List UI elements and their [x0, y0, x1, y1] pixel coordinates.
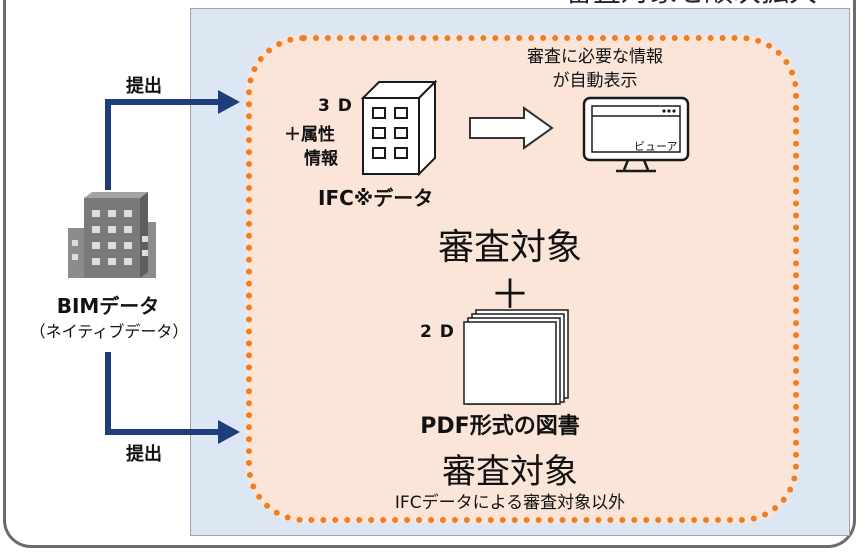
viewer-caption-line1: 審査に必要な情報: [527, 47, 663, 67]
ifc-title: IFC※データ: [318, 186, 434, 210]
submit-arrow-bottom: [105, 352, 240, 444]
bim-title: BIMデータ: [56, 294, 160, 318]
bim-buildings-icon: [68, 192, 156, 278]
ifc-building-icon: [360, 79, 438, 177]
ifc-review-label: 審査対象: [437, 227, 582, 268]
pdf-note: IFCデータによる審査対象以外: [394, 493, 626, 513]
pdf-dim-label: 2 D: [420, 322, 455, 342]
review-target-box: [246, 35, 799, 523]
viewer-caption-line2: が自動表示: [552, 71, 638, 91]
ifc-attr-3d: 3 D: [318, 96, 353, 116]
submit-label-bottom: 提出: [126, 444, 162, 465]
to-viewer-arrow-icon: [469, 106, 554, 150]
viewer-monitor-icon: [582, 96, 690, 173]
ifc-attr-info: 情報: [304, 149, 338, 169]
pdf-review-label: 審査対象: [442, 452, 578, 492]
pdf-title: PDF形式の図書: [420, 414, 580, 439]
header-title: 審査対象を順次拡大: [0, 0, 865, 10]
viewer-screen-label: ビューア: [634, 140, 678, 153]
ifc-attr-plus: ＋属性: [284, 125, 335, 145]
document-stack-icon: [463, 309, 569, 405]
submit-label-top: 提出: [126, 76, 162, 97]
bim-subtitle: （ネイティブデータ）: [29, 322, 189, 341]
submit-arrow-top: [105, 90, 240, 190]
